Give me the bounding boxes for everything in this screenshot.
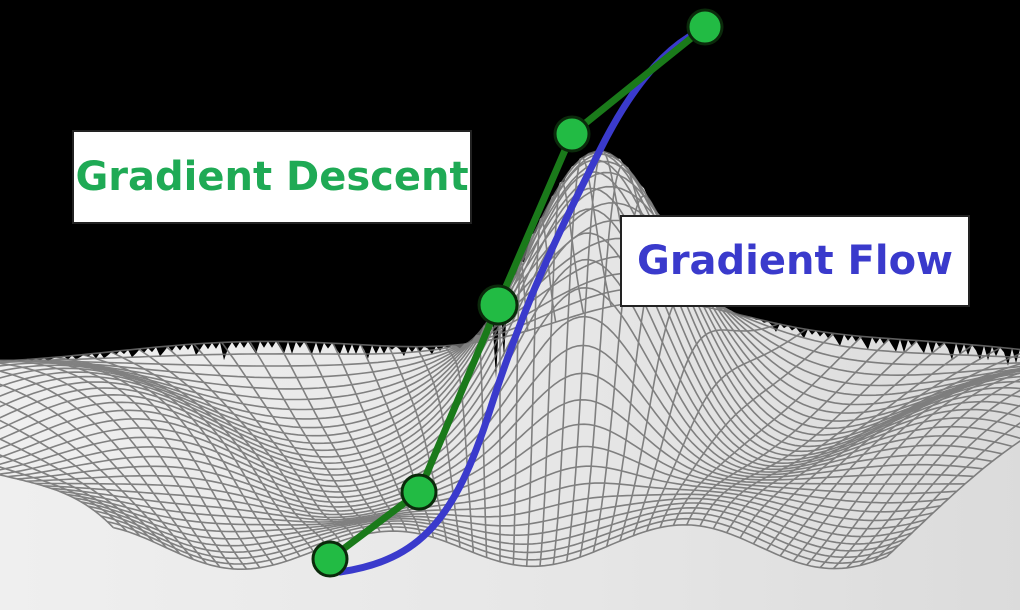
gradient-flow-label: Gradient Flow <box>636 238 953 284</box>
grid-line <box>248 341 381 533</box>
grid-line <box>415 346 461 548</box>
grid-line <box>752 353 1020 545</box>
gradient-flow-label-box: Gradient Flow <box>620 215 970 307</box>
descent-point-marker <box>477 284 519 326</box>
grid-line <box>0 383 194 560</box>
grid-line <box>685 338 891 526</box>
grid-line <box>82 353 301 557</box>
grid-line <box>0 362 221 568</box>
grid-line <box>819 372 1020 569</box>
gradient-descent-points <box>311 8 724 578</box>
descent-point-marker <box>686 8 724 46</box>
grid-line <box>846 389 1020 569</box>
grid-line <box>26 358 274 566</box>
grid-line <box>779 367 1020 557</box>
grid-line <box>0 359 261 569</box>
grid-line <box>739 346 1002 539</box>
grid-line <box>0 466 128 532</box>
grid-line <box>806 369 1020 566</box>
grid-line <box>0 419 168 549</box>
grid-line <box>672 335 863 526</box>
grid-line <box>54 356 288 562</box>
grid-line <box>712 341 946 529</box>
descent-point-marker <box>311 540 349 578</box>
grid-line <box>332 342 421 535</box>
grid-line <box>699 339 919 527</box>
grid-line <box>193 343 354 538</box>
grid-line <box>360 344 435 538</box>
grid-line <box>137 348 328 547</box>
grid-line <box>0 400 181 555</box>
gradient-descent-label-box: Gradient Descent <box>72 130 472 224</box>
grid-line <box>565 150 640 562</box>
grid-line <box>221 341 368 535</box>
grid-line <box>539 181 585 567</box>
grid-line <box>645 328 807 532</box>
grid-line <box>832 378 1020 570</box>
grid-line <box>632 323 779 536</box>
gradient-descent-label: Gradient Descent <box>75 154 469 200</box>
grid-line <box>0 474 114 529</box>
gradient-flow-curve <box>336 24 710 576</box>
grid-line <box>0 370 208 565</box>
grid-line <box>0 454 141 537</box>
descent-point-marker <box>400 473 438 511</box>
grid-line <box>471 333 488 558</box>
grid-line <box>443 345 475 553</box>
grid-line <box>0 438 154 543</box>
grid-line <box>0 359 234 570</box>
grid-line <box>872 422 1020 563</box>
grid-line <box>859 404 1020 567</box>
grid-line <box>886 440 1020 558</box>
grid-line <box>110 351 314 552</box>
grid-line <box>552 156 613 565</box>
grid-line <box>0 359 248 570</box>
descent-point-marker <box>553 115 591 153</box>
grid-line <box>659 332 835 528</box>
grid-line <box>165 345 341 542</box>
grid-line <box>726 344 974 534</box>
grid-line <box>766 363 1020 551</box>
grid-line <box>304 341 408 533</box>
